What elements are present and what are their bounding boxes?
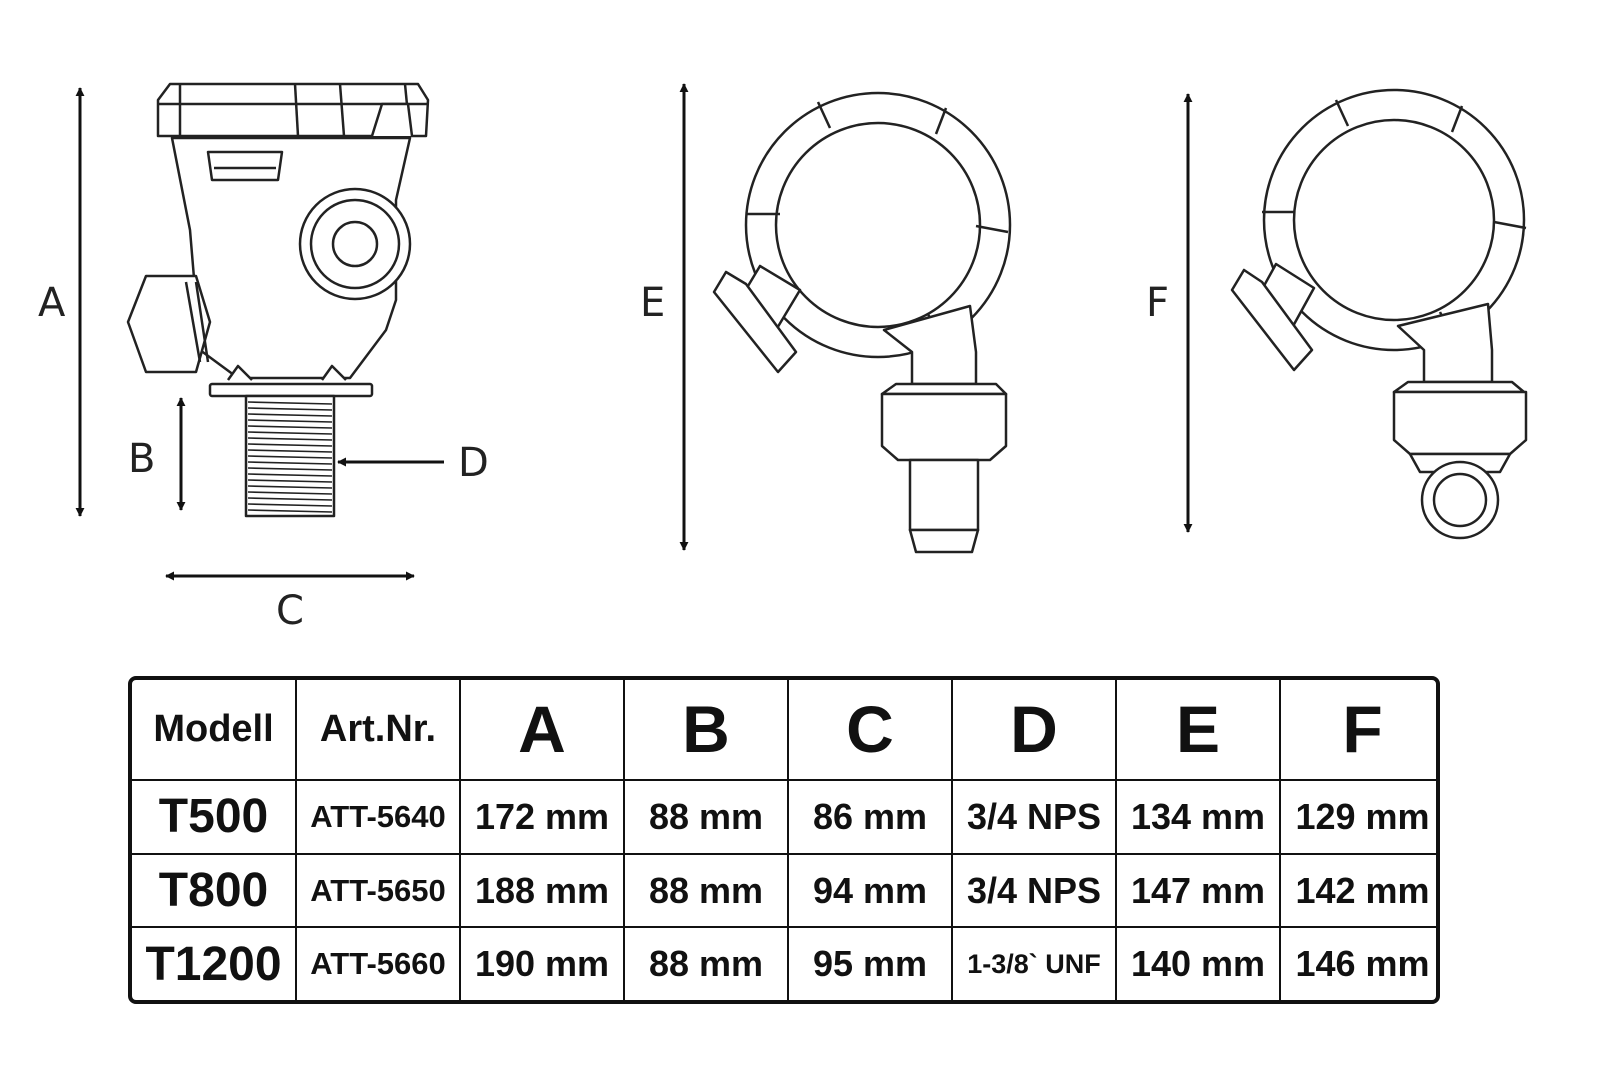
cell-e: 147 mm — [1115, 852, 1281, 929]
front-view — [126, 82, 430, 518]
side-view-e — [712, 91, 1012, 554]
thread-line — [247, 419, 333, 423]
side-view-f — [1230, 88, 1528, 540]
dimension-d-label: D — [458, 440, 489, 486]
header-b: B — [623, 680, 789, 781]
cell-a: 190 mm — [459, 926, 625, 1000]
side-port — [298, 187, 412, 301]
table-row: T500 ATT-5640 172 mm 88 mm 86 mm 3/4 NPS… — [132, 778, 1436, 855]
hex-side-nut — [126, 274, 212, 374]
thread-line — [247, 431, 333, 435]
dimension-table: Modell Art.Nr. A B C D E F T500 ATT-5640… — [132, 680, 1436, 1000]
dimension-a-label: A — [38, 280, 66, 326]
dimension-c-label: C — [276, 588, 304, 634]
thread-line — [247, 437, 333, 441]
header-d: D — [951, 680, 1117, 781]
cell-b: 88 mm — [623, 852, 789, 929]
thread-line — [247, 491, 333, 495]
cell-a: 172 mm — [459, 778, 625, 855]
table-row: T1200 ATT-5660 190 mm 88 mm 95 mm 1-3/8`… — [132, 926, 1436, 1000]
dimension-f-label: F — [1146, 280, 1169, 326]
header-a: A — [459, 680, 625, 781]
cell-b: 88 mm — [623, 926, 789, 1000]
technical-drawing: A B C D E — [38, 82, 1528, 634]
cell-f: 142 mm — [1279, 852, 1436, 929]
header-e: E — [1115, 680, 1281, 781]
cell-c: 95 mm — [787, 926, 953, 1000]
header-art-nr: Art.Nr. — [295, 680, 461, 781]
cell-model: T500 — [132, 778, 297, 855]
dimension-e-label: E — [640, 280, 665, 326]
mounting-flange — [208, 382, 374, 398]
thread-line — [247, 497, 333, 501]
thread-line — [247, 401, 333, 405]
cell-c: 86 mm — [787, 778, 953, 855]
header-c: C — [787, 680, 953, 781]
cell-d: 1-3/8` UNF — [951, 926, 1117, 1000]
thread-line — [247, 509, 333, 513]
thread-line — [247, 479, 333, 483]
thread-line — [247, 449, 333, 453]
cell-e: 134 mm — [1115, 778, 1281, 855]
header-f: F — [1279, 680, 1436, 781]
thread-line — [247, 407, 333, 411]
cell-d: 3/4 NPS — [951, 852, 1117, 929]
cell-b: 88 mm — [623, 778, 789, 855]
cell-d: 3/4 NPS — [951, 778, 1117, 855]
cell-e: 140 mm — [1115, 926, 1281, 1000]
thread-line — [247, 455, 333, 459]
thread-line — [247, 485, 333, 489]
cell-art-nr: ATT-5650 — [295, 852, 461, 929]
thread-lines — [247, 401, 333, 513]
cell-c: 94 mm — [787, 852, 953, 929]
thread-line — [247, 467, 333, 471]
thread-line — [247, 503, 333, 507]
table-header-row: Modell Art.Nr. A B C D E F — [132, 680, 1436, 781]
cell-art-nr: ATT-5640 — [295, 778, 461, 855]
thread-line — [247, 425, 333, 429]
thread-line — [247, 443, 333, 447]
spec-table: Modell Art.Nr. A B C D E F T500 ATT-5640… — [128, 676, 1440, 1004]
cell-model: T1200 — [132, 926, 297, 1000]
header-modell: Modell — [132, 680, 297, 781]
valve-slot — [206, 150, 284, 182]
cell-a: 188 mm — [459, 852, 625, 929]
table-row: T800 ATT-5650 188 mm 88 mm 94 mm 3/4 NPS… — [132, 852, 1436, 929]
thread-line — [247, 461, 333, 465]
dimension-b-label: B — [128, 436, 155, 482]
valve-cap — [156, 82, 430, 138]
thread-line — [247, 413, 333, 417]
cell-model: T800 — [132, 852, 297, 929]
thread-line — [247, 473, 333, 477]
cell-f: 146 mm — [1279, 926, 1436, 1000]
cell-f: 129 mm — [1279, 778, 1436, 855]
cell-art-nr: ATT-5660 — [295, 926, 461, 1000]
